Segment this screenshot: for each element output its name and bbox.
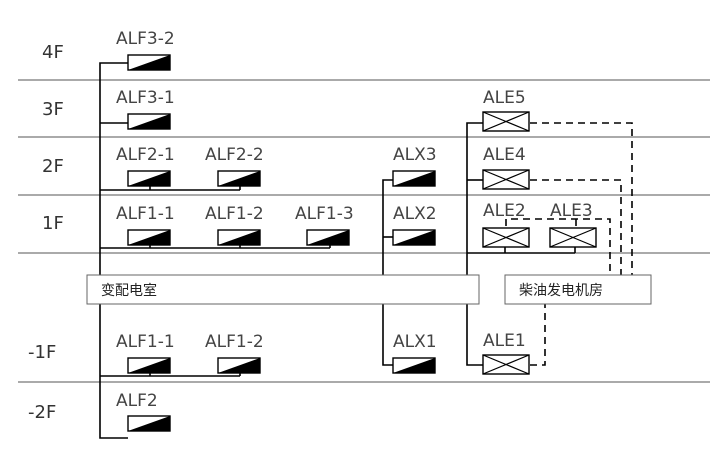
- panel-label-alf2-2: ALF2-2: [205, 145, 264, 165]
- panel-icon-alf2-1: [127, 170, 171, 187]
- panel-label-alx1: ALX1: [393, 332, 437, 352]
- panel-alf2-1: ALF2-1: [116, 145, 175, 187]
- panel-ale2: ALE2: [482, 201, 530, 248]
- panel-icon-alf1-2: [217, 229, 261, 246]
- panel-icon-alx1: [392, 357, 436, 374]
- panel-label-ale2: ALE2: [483, 201, 526, 221]
- panel-icon-ale5: [482, 111, 530, 132]
- floor-label-b2f: -2F: [28, 402, 56, 423]
- panel-icon-alf2-2: [217, 170, 261, 187]
- panel-label-alf1-1: ALF1-1: [116, 204, 175, 224]
- panel-icon-alx3: [392, 170, 436, 187]
- panel-label-alx2: ALX2: [393, 204, 437, 224]
- floor-label-2f: 2F: [42, 156, 64, 177]
- panel-b-alf2: ALF2: [116, 391, 171, 432]
- floor-label-3f: 3F: [42, 99, 64, 120]
- panel-ale3: ALE3: [549, 201, 597, 248]
- panel-label-alx3: ALX3: [393, 145, 437, 165]
- panel-icon-ale3: [549, 227, 597, 248]
- substation-label: 变配电室: [101, 282, 157, 299]
- panel-alf1-2: ALF1-2: [205, 204, 264, 246]
- floor-labels: 4F 3F 2F 1F -1F -2F: [28, 42, 64, 423]
- panel-alf2-2: ALF2-2: [205, 145, 264, 187]
- floor-dividers: [18, 79, 710, 383]
- panel-alf1-3: ALF1-3: [295, 204, 354, 246]
- right-riser-wiring: [466, 122, 576, 366]
- panel-icon-b-alf1-2: [217, 357, 261, 374]
- generator-supply-lines: [505, 122, 633, 366]
- dashed-line-ale4: [530, 179, 622, 277]
- panel-alf3-2: ALF3-2: [116, 29, 175, 71]
- substation-room: 变配电室: [86, 274, 480, 305]
- panel-ale5: ALE5: [482, 88, 530, 132]
- generator-label: 柴油发电机房: [519, 283, 603, 299]
- panel-icon-b-alf1-1: [127, 357, 171, 374]
- panel-icon-alf3-2: [127, 54, 171, 71]
- panel-alf3-1: ALF3-1: [116, 88, 175, 130]
- panel-label-alf3-1: ALF3-1: [116, 88, 175, 108]
- panel-alf1-1: ALF1-1: [116, 204, 175, 246]
- panel-alx2: ALX2: [392, 204, 437, 246]
- dashed-line-ale5: [530, 122, 633, 277]
- panel-label-b-alf1-1: ALF1-1: [116, 332, 175, 352]
- panel-label-alf2-1: ALF2-1: [116, 145, 175, 165]
- floor-label-1f: 1F: [42, 213, 64, 234]
- ale-riser-main: [466, 122, 483, 366]
- panel-label-ale4: ALE4: [483, 145, 526, 165]
- substation-box: [86, 274, 480, 305]
- panel-icon-alf1-1: [127, 229, 171, 246]
- panel-ale1: ALE1: [482, 331, 530, 375]
- panel-icon-ale1: [482, 354, 530, 375]
- panel-label-ale1: ALE1: [483, 331, 526, 351]
- panel-label-alf1-2: ALF1-2: [205, 204, 264, 224]
- panel-icon-b-alf2: [127, 415, 171, 432]
- generator-room: 柴油发电机房: [504, 274, 652, 305]
- panel-alx3: ALX3: [392, 145, 437, 187]
- panel-ale4: ALE4: [482, 145, 530, 190]
- floor-label-b1f: -1F: [28, 342, 56, 363]
- middle-riser-wiring: [382, 179, 393, 366]
- panel-icon-alf1-3: [306, 229, 350, 246]
- dashed-line-ale2-ale3: [505, 218, 611, 277]
- panel-b-alf1-2: ALF1-2: [205, 332, 264, 374]
- panel-label-b-alf2: ALF2: [116, 391, 158, 411]
- panel-label-ale5: ALE5: [483, 88, 526, 108]
- left-riser-main: [99, 62, 128, 439]
- panel-icon-ale4: [482, 169, 530, 190]
- floor-label-4f: 4F: [42, 42, 64, 63]
- panel-label-ale3: ALE3: [550, 201, 593, 221]
- panel-icon-alf3-1: [127, 113, 171, 130]
- panel-label-alf1-3: ALF1-3: [295, 204, 354, 224]
- panel-label-alf3-2: ALF3-2: [116, 29, 175, 49]
- panel-label-b-alf1-2: ALF1-2: [205, 332, 264, 352]
- generator-box: [504, 274, 652, 305]
- panel-b-alf1-1: ALF1-1: [116, 332, 175, 374]
- panel-alx1: ALX1: [392, 332, 437, 374]
- panel-icon-ale2: [482, 227, 530, 248]
- dashed-line-ale1: [530, 303, 546, 366]
- alx-riser-main: [382, 179, 393, 366]
- panel-icon-alx2: [392, 229, 436, 246]
